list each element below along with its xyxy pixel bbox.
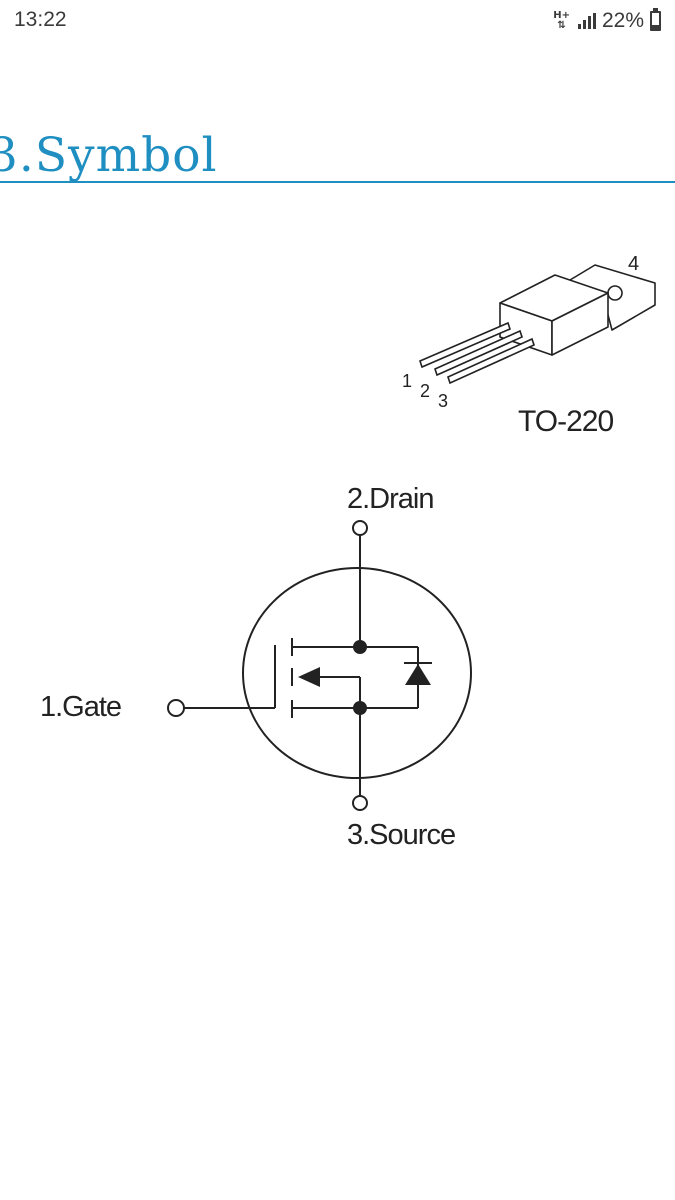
source-junction-dot bbox=[353, 701, 367, 715]
pin-2-number: 2 bbox=[420, 381, 430, 401]
status-time: 13:22 bbox=[14, 8, 67, 31]
battery-icon bbox=[650, 8, 661, 31]
source-terminal-icon bbox=[352, 795, 368, 811]
section-title: 3.Symbol bbox=[0, 128, 218, 183]
package-name: TO-220 bbox=[518, 405, 613, 438]
gate-label: 1.Gate bbox=[40, 691, 121, 723]
lead-3 bbox=[447, 337, 535, 385]
source-label: 3.Source bbox=[347, 819, 455, 851]
status-bar: 13:22 H+ ⇅ 22% bbox=[0, 0, 675, 44]
package-body-side bbox=[551, 292, 609, 356]
tab-hole-icon bbox=[607, 285, 623, 301]
gate-terminal-icon bbox=[167, 699, 185, 717]
network-arrows: ⇅ bbox=[557, 20, 566, 31]
body-arrow-icon bbox=[298, 667, 320, 687]
title-divider bbox=[0, 181, 675, 183]
signal-strength-icon bbox=[577, 13, 596, 29]
battery-fill bbox=[652, 25, 659, 29]
drain-label: 2.Drain bbox=[347, 483, 434, 515]
network-type-icon: H+ ⇅ bbox=[553, 11, 570, 31]
drain-junction-dot bbox=[353, 640, 367, 654]
diode-triangle-icon bbox=[405, 664, 431, 685]
network-type-label: H+ bbox=[553, 10, 570, 21]
symbol-circle bbox=[242, 567, 472, 779]
lead-2 bbox=[434, 329, 523, 377]
lead-1 bbox=[419, 321, 511, 369]
pin-tab-number: 4 bbox=[628, 253, 639, 275]
mosfet-symbol: 2.Drain 1.Gate 3.Source bbox=[40, 483, 472, 851]
pin-3-number: 3 bbox=[438, 391, 448, 411]
battery-percent: 22% bbox=[601, 9, 644, 32]
status-icons: H+ ⇅ 22% bbox=[553, 8, 661, 34]
pin-1-number: 1 bbox=[402, 371, 412, 391]
drain-terminal-icon bbox=[352, 520, 368, 536]
to220-package-drawing: 4 1 2 3 TO-220 bbox=[402, 253, 656, 438]
